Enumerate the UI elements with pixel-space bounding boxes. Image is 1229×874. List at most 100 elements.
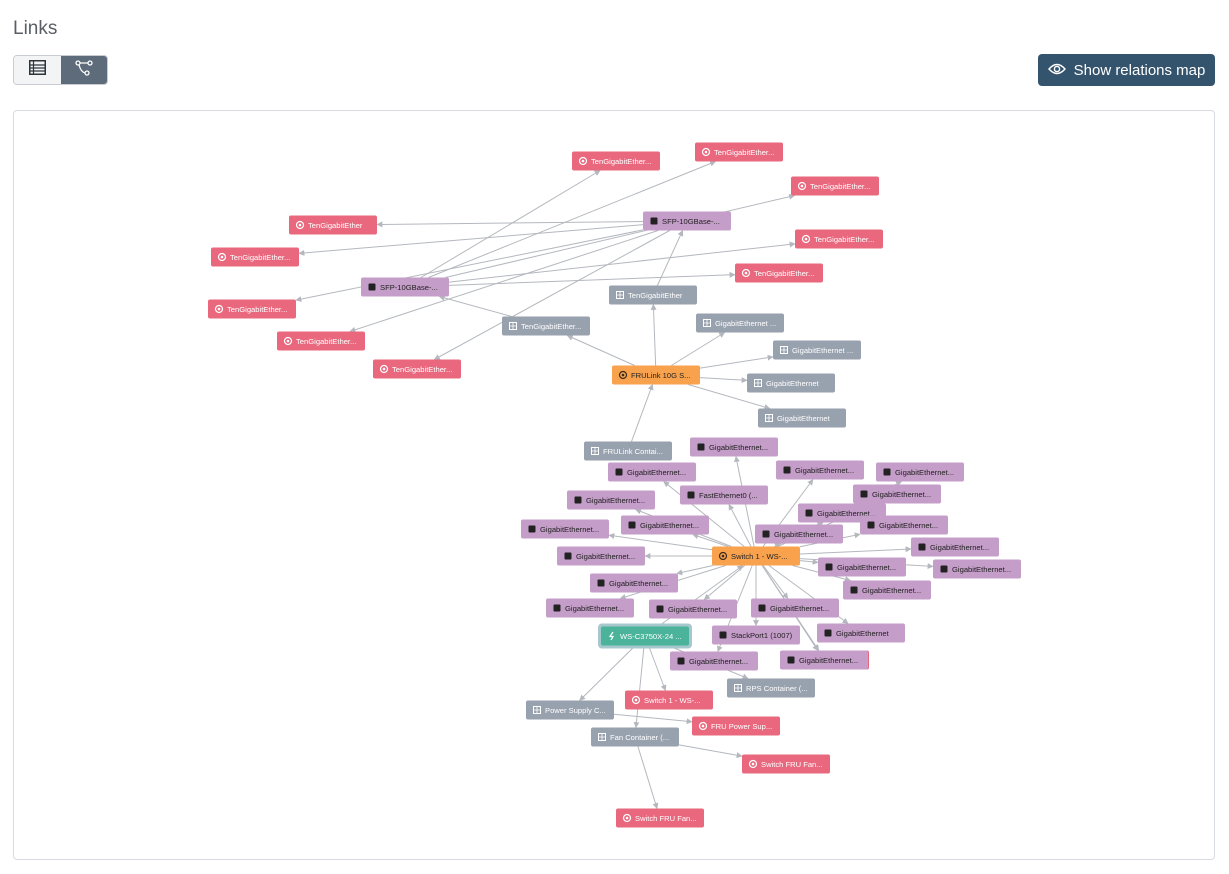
graph-node-label: FastEthernet0 (... [699, 491, 758, 500]
graph-node-label: FRU Power Sup... [711, 722, 772, 731]
container-icon [754, 379, 762, 387]
graph-node-gray[interactable]: GigabitEthernet ... [773, 340, 861, 360]
graph-node-gray[interactable]: Power Supply C... [526, 700, 614, 720]
graph-node-label: RPS Container (... [746, 684, 808, 693]
graph-node-purple[interactable]: SFP-10GBase-... [643, 211, 731, 231]
graph-node-label: GigabitEthernet... [576, 552, 635, 561]
graph-edge [699, 354, 774, 369]
graph-node-purple[interactable]: GigabitEthernet... [876, 462, 964, 482]
graph-node-purple[interactable]: GigabitEthernet... [670, 651, 758, 671]
graph-node-red[interactable]: TenGigabitEther [289, 215, 377, 235]
chip-icon [656, 605, 664, 613]
graph-node-label: GigabitEthernet... [895, 468, 954, 477]
list-view-button[interactable] [14, 56, 61, 84]
graph-node-purple[interactable]: GigabitEthernet [817, 623, 905, 643]
graph-node-purple[interactable]: GigabitEthernet... [567, 490, 655, 510]
graph-node-purple[interactable]: GigabitEthernet... [557, 546, 645, 566]
graph-edge [728, 503, 752, 547]
graph-node-red[interactable]: TenGigabitEther... [208, 299, 296, 319]
graph-node-purple[interactable]: GigabitEthernet... [590, 573, 678, 593]
graph-node-label: FRULink 10G S... [631, 371, 691, 380]
graph-node-orange[interactable]: Switch 1 - WS-... [712, 546, 800, 566]
graph-node-purple[interactable]: GigabitEthernet... [860, 515, 948, 535]
page-title: Links [13, 18, 58, 39]
graph-node-purple[interactable]: GigabitEthernet... [911, 537, 999, 557]
graph-node-purple[interactable]: GigabitEthernet... [853, 484, 941, 504]
graph-edge [650, 303, 657, 366]
interface-icon [741, 268, 751, 278]
graph-node-label: GigabitEthernet... [709, 443, 768, 452]
show-relations-map-button[interactable]: Show relations map [1038, 54, 1215, 86]
graph-node-purple[interactable]: GigabitEthernet... [649, 599, 737, 619]
graph-edge [613, 713, 693, 725]
graph-node-purple[interactable]: GigabitEthernet... [608, 462, 696, 482]
graph-node-red[interactable]: FRU Power Sup... [692, 716, 780, 736]
graph-node-label: TenGigabitEther... [521, 322, 581, 331]
graph-node-gray[interactable]: FRULink Contai... [584, 441, 672, 461]
chip-icon [615, 468, 623, 476]
graph-node-label: TenGigabitEther... [714, 148, 774, 157]
graph-node-label: TenGigabitEther... [296, 337, 356, 346]
module-icon [718, 551, 728, 561]
power-icon [608, 631, 615, 641]
graph-node-purple[interactable]: GigabitEthernet... [546, 598, 634, 618]
graph-node-label: TenGigabitEther [308, 221, 363, 230]
graph-node-purple[interactable]: GigabitEthernet... [776, 460, 864, 480]
graph-view-icon [75, 59, 93, 81]
graph-node-label: GigabitEthernet... [586, 496, 645, 505]
graph-node-gray[interactable]: TenGigabitEther [609, 285, 697, 305]
graph-node-purple[interactable]: GigabitEthernet... [755, 524, 843, 544]
graph-node-purple[interactable]: GigabitEthernet... [621, 515, 709, 535]
graph-node-red[interactable]: TenGigabitEther... [373, 359, 461, 379]
graph-node-red[interactable]: Switch FRU Fan... [742, 754, 830, 774]
graph-edge [433, 230, 670, 360]
graph-node-red[interactable]: TenGigabitEther... [735, 263, 823, 283]
graph-node-label: GigabitEthernet [836, 629, 890, 638]
interface-icon [578, 156, 588, 166]
graph-node-purple[interactable]: SFP-10GBase-... [361, 277, 449, 297]
graph-node-label: Switch FRU Fan... [761, 760, 823, 769]
graph-node-orange[interactable]: FRULink 10G S... [612, 365, 700, 385]
relations-graph-canvas[interactable]: TenGigabitEther... TenGigabitEther... TenG… [13, 110, 1215, 860]
graph-node-red[interactable]: TenGigabitEther... [572, 151, 660, 171]
graph-node-label: TenGigabitEther [628, 291, 683, 300]
graph-node-red[interactable]: TenGigabitEther... [795, 229, 883, 249]
graph-node-red[interactable]: TenGigabitEther... [211, 247, 299, 267]
graph-node-green[interactable]: WS-C3750X-24 ... [598, 623, 692, 649]
graph-node-label: Power Supply C... [545, 706, 606, 715]
graph-node-red[interactable]: TenGigabitEther... [791, 176, 879, 196]
graph-node-purple[interactable]: FastEthernet0 (... [680, 485, 768, 505]
graph-node-gray[interactable]: RPS Container (... [727, 678, 815, 698]
graph-edge [298, 224, 644, 256]
graph-node-purple[interactable]: GigabitEthernet... [843, 580, 931, 600]
chip-icon [528, 525, 536, 533]
graph-node-label: FRULink Contai... [603, 447, 663, 456]
graph-node-gray[interactable]: Fan Container (... [591, 727, 679, 747]
graph-node-purple[interactable]: StackPort1 (1007) [712, 625, 800, 645]
interface-icon [295, 220, 305, 230]
container-icon [703, 319, 711, 327]
graph-node-label: GigabitEthernet... [609, 579, 668, 588]
graph-node-purple[interactable]: GigabitEthernet... [780, 650, 868, 670]
graph-node-label: TenGigabitEther... [227, 305, 287, 314]
interface-icon [631, 695, 641, 705]
graph-node-purple[interactable]: GigabitEthernet... [521, 519, 609, 539]
graph-node-purple[interactable]: GigabitEthernet... [690, 437, 778, 457]
graph-node-gray[interactable]: TenGigabitEther... [502, 316, 590, 336]
graph-edge [678, 744, 743, 759]
graph-node-red[interactable]: TenGigabitEther... [695, 142, 783, 162]
graph-node-purple[interactable]: GigabitEthernet... [818, 557, 906, 577]
chip-icon [597, 579, 605, 587]
graph-node-purple[interactable]: GigabitEthernet... [751, 598, 839, 618]
graph-view-button[interactable] [60, 56, 107, 84]
graph-node-purple[interactable]: GigabitEthernet... [933, 559, 1021, 579]
graph-node-label: GigabitEthernet... [795, 466, 854, 475]
graph-node-red[interactable]: TenGigabitEther... [277, 331, 365, 351]
chip-icon [574, 496, 582, 504]
graph-node-gray[interactable]: GigabitEthernet [758, 408, 846, 428]
graph-node-gray[interactable]: GigabitEthernet [747, 373, 835, 393]
graph-node-red[interactable]: Switch FRU Fan... [616, 808, 704, 828]
graph-node-red[interactable]: Switch 1 - WS-... [625, 690, 713, 710]
graph-node-gray[interactable]: GigabitEthernet ... [696, 313, 784, 333]
graph-node-label: GigabitEthernet... [640, 521, 699, 530]
